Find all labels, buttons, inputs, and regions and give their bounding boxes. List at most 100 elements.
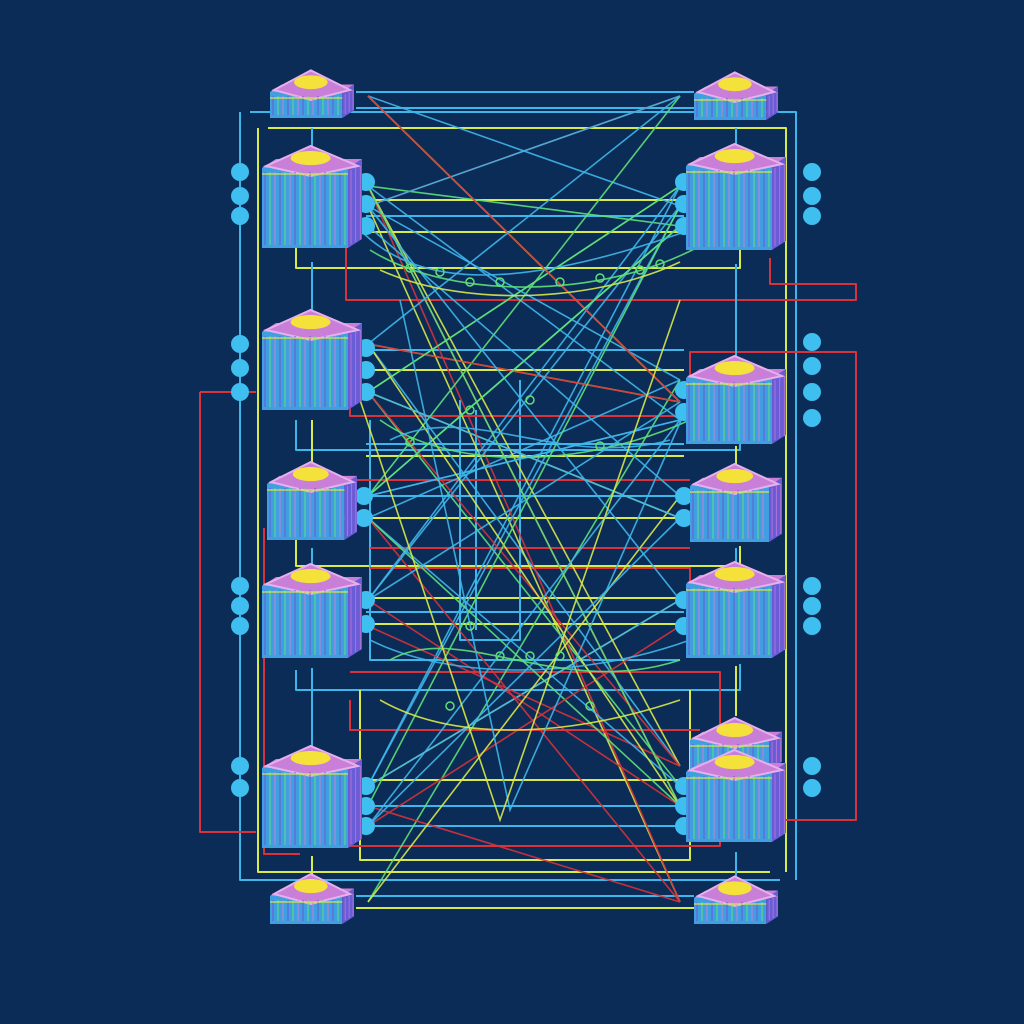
crossing-link (367, 205, 681, 807)
crossing-link (367, 517, 681, 787)
port-dot-icon (355, 487, 373, 505)
port-dot-icon (231, 779, 249, 797)
port-dot-icon (803, 617, 821, 635)
junction-marker (595, 273, 605, 283)
junction-marker (655, 259, 665, 269)
frame-link (459, 380, 521, 641)
server-chip-icon (270, 69, 354, 118)
frame-link (349, 700, 700, 731)
port-dot-icon (675, 509, 693, 527)
port-dot-icon (231, 617, 249, 635)
port-dot-icon (803, 383, 821, 401)
frame-link (345, 236, 857, 301)
server-chip-icon (690, 462, 782, 542)
crossing-link (379, 261, 681, 297)
crossing-link (389, 426, 671, 449)
port-dot-icon (231, 757, 249, 775)
junction-marker (595, 441, 605, 451)
crossing-link (367, 343, 681, 403)
node-status-disc (714, 567, 755, 582)
junction-marker (555, 651, 565, 661)
junction-marker (495, 651, 505, 661)
node-side-face (344, 475, 357, 540)
port-dot-icon (231, 207, 249, 225)
crossing-link (367, 185, 681, 767)
port-dot-icon (231, 577, 249, 595)
junction-marker (445, 701, 455, 711)
crossing-link (359, 299, 681, 823)
server-chip-icon (694, 875, 778, 924)
port-dot-icon (675, 487, 693, 505)
port-dot-icon (803, 163, 821, 181)
node-status-disc (294, 879, 328, 894)
crossing-link (367, 185, 681, 601)
junction-marker (525, 651, 535, 661)
server-chip-icon (262, 562, 362, 658)
junction-marker (465, 621, 475, 631)
port-dot-icon (803, 409, 821, 427)
crossing-link (367, 391, 681, 519)
port-dot-icon (803, 333, 821, 351)
frame-link (770, 351, 857, 821)
node-front-face (267, 484, 345, 540)
crossing-link (367, 379, 681, 519)
junction-marker (405, 437, 415, 447)
server-chip-icon (686, 748, 786, 842)
server-chip-icon (686, 354, 786, 444)
crossing-link (367, 205, 681, 903)
server-chip-icon (686, 142, 786, 250)
crossing-link (367, 95, 681, 345)
crossing-link (367, 185, 681, 227)
junction-marker (465, 405, 475, 415)
port-dot-icon (803, 357, 821, 375)
port-dot-icon (803, 187, 821, 205)
port-dot-icon (231, 597, 249, 615)
crossing-link (367, 95, 681, 207)
crossing-link (367, 185, 681, 393)
crossing-link (379, 699, 681, 731)
port-dot-icon (803, 779, 821, 797)
crossing-link (367, 625, 681, 827)
node-status-disc (716, 469, 754, 484)
crossing-link (389, 647, 681, 673)
node-status-disc (292, 467, 329, 482)
frame-link (295, 664, 741, 691)
junction-marker (405, 263, 415, 273)
node-status-disc (714, 755, 755, 770)
server-chip-icon (262, 144, 362, 248)
node-status-disc (290, 751, 331, 766)
crossing-link (367, 225, 681, 497)
junction-marker (435, 267, 445, 277)
crossing-link (367, 185, 681, 807)
crossing-link (367, 185, 681, 787)
node-status-disc (714, 361, 755, 376)
port-dot-icon (231, 359, 249, 377)
node-side-face (769, 477, 782, 542)
crossing-link (399, 299, 691, 813)
crossing-link (367, 95, 681, 403)
node-status-disc (290, 151, 331, 166)
junction-marker (635, 265, 645, 275)
junction-marker (555, 277, 565, 287)
node-status-disc (290, 569, 331, 584)
junction-marker (585, 701, 595, 711)
node-front-face (690, 486, 770, 542)
junction-marker (495, 277, 505, 287)
crossing-link (367, 419, 681, 827)
server-chip-icon (262, 308, 362, 410)
port-dot-icon (803, 757, 821, 775)
port-dot-icon (231, 187, 249, 205)
port-dot-icon (231, 335, 249, 353)
crossing-link (367, 343, 681, 807)
frame-link (295, 232, 741, 269)
frame-link (257, 128, 770, 873)
crossing-link (367, 599, 681, 807)
port-dot-icon (803, 597, 821, 615)
frame-link (199, 392, 256, 833)
node-status-disc (294, 75, 328, 90)
crossing-link (367, 401, 681, 601)
crossing-link (367, 517, 681, 827)
crossing-link (379, 419, 691, 459)
